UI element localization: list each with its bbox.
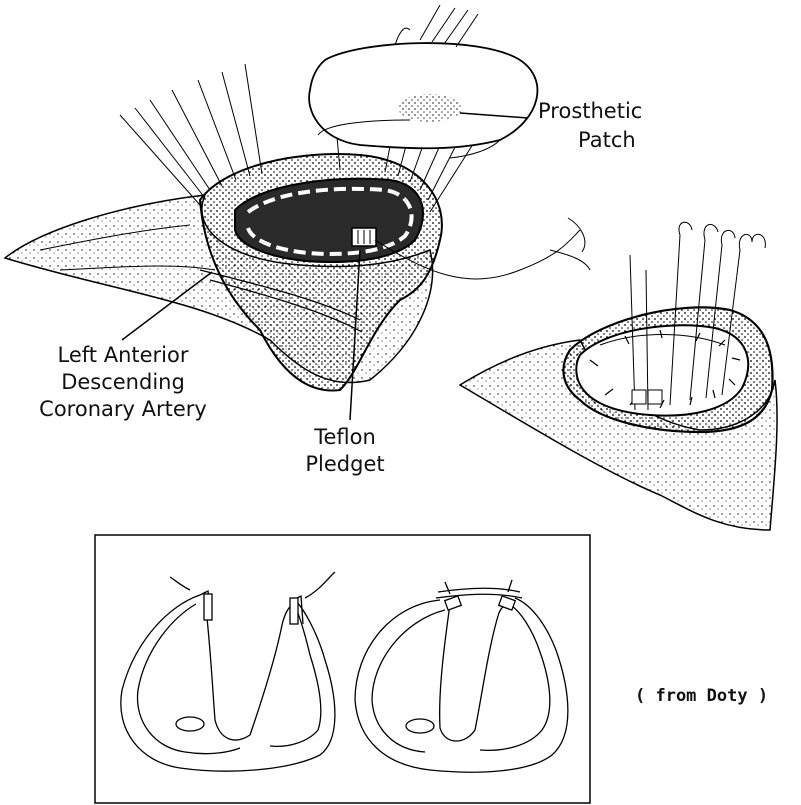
teflon-label-line1: Teflon — [300, 424, 390, 451]
teflon-label-line2: Pledget — [300, 451, 390, 478]
lad-label-line2: Descending — [8, 369, 238, 396]
cross-section-inset — [95, 535, 590, 803]
lad-label-line1: Left Anterior — [8, 342, 238, 369]
completed-repair-view — [460, 222, 777, 530]
inset-frame — [95, 535, 590, 803]
prosthetic-patch-label: Prosthetic — [538, 98, 642, 125]
source-credit: ( from Doty ) — [635, 683, 768, 710]
prosthetic-patch-label-line2: Patch — [578, 127, 636, 154]
prosthetic-patch-label-line1: Prosthetic — [538, 98, 642, 125]
lad-label-line3: Coronary Artery — [8, 396, 238, 423]
prosthetic-patch-label-2: Patch — [578, 127, 636, 154]
teflon-pledget-label: Teflon Pledget — [300, 424, 390, 478]
lad-label: Left Anterior Descending Coronary Artery — [8, 342, 238, 423]
